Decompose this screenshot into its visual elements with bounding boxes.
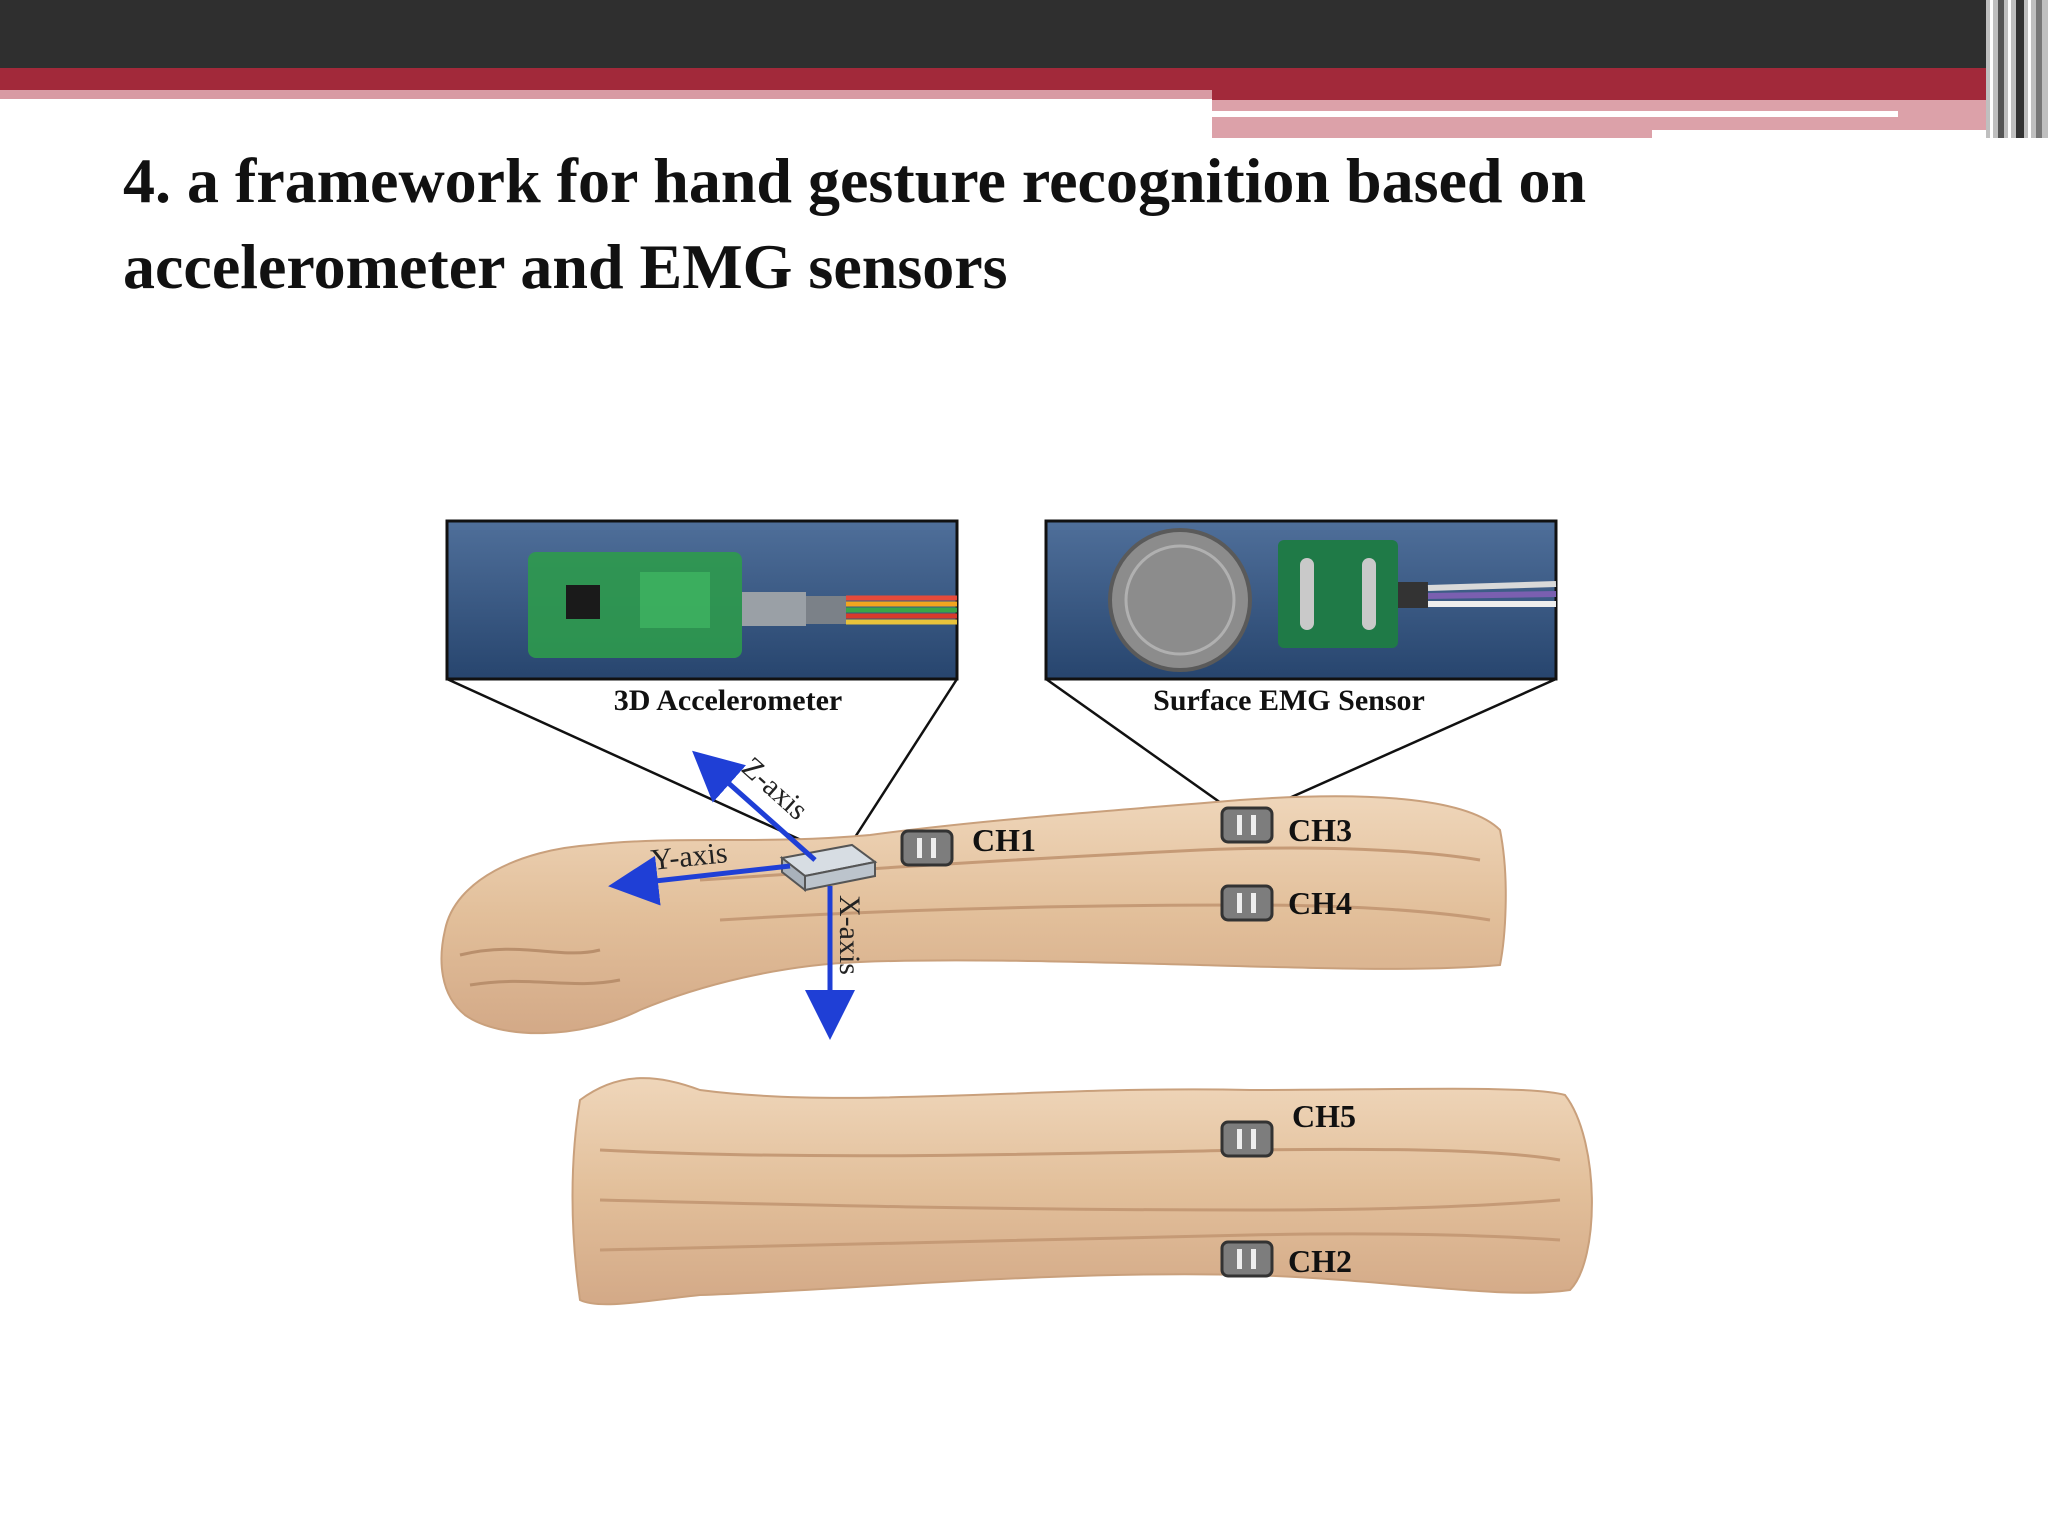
accent-stripe-right <box>1212 68 2002 100</box>
page-title: 4. a framework for hand gesture recognit… <box>123 138 1823 310</box>
y-axis-arrow <box>608 855 791 906</box>
z-axis-arrow <box>692 750 817 862</box>
accelerometer-label: 3D Accelerometer <box>614 684 842 717</box>
cable-wires <box>846 595 957 625</box>
divider-line <box>1652 130 2002 140</box>
title-line-1: 4. a framework for hand gesture recognit… <box>123 145 1587 216</box>
divider-line <box>1212 111 1898 117</box>
y-axis-label: Y-axis <box>649 836 729 877</box>
emg-pad-ch5 <box>1220 1120 1274 1158</box>
accent-stripe-light <box>0 90 1215 99</box>
channel-label-ch1: CH1 <box>972 822 1036 858</box>
callout-lines <box>446 677 1557 847</box>
accelerometer-device <box>779 843 878 893</box>
header-bar <box>0 0 2048 68</box>
accelerometer-photo <box>445 519 959 681</box>
emg-pad-ch4 <box>1220 884 1274 922</box>
title-line-2: accelerometer and EMG sensors <box>123 231 1008 302</box>
channel-label-ch2: CH2 <box>1288 1243 1352 1279</box>
emg-sensor-label: Surface EMG Sensor <box>1153 684 1425 717</box>
emg-pad-ch1 <box>900 829 954 867</box>
accent-stripe <box>0 68 1215 90</box>
emg-pad-ch2 <box>1220 1240 1274 1278</box>
decorative-stripes <box>1986 0 2048 138</box>
channel-label-ch3: CH3 <box>1288 812 1352 848</box>
x-axis-label: X-axis <box>833 895 866 975</box>
emg-pad-ch3 <box>1220 806 1274 844</box>
coordinate-axes <box>608 750 855 1040</box>
channel-label-ch5: CH5 <box>1292 1098 1356 1134</box>
channel-label-ch4: CH4 <box>1288 885 1352 921</box>
emg-sensor-photo <box>1044 519 1558 681</box>
lower-forearm-illustration <box>571 1077 1593 1306</box>
